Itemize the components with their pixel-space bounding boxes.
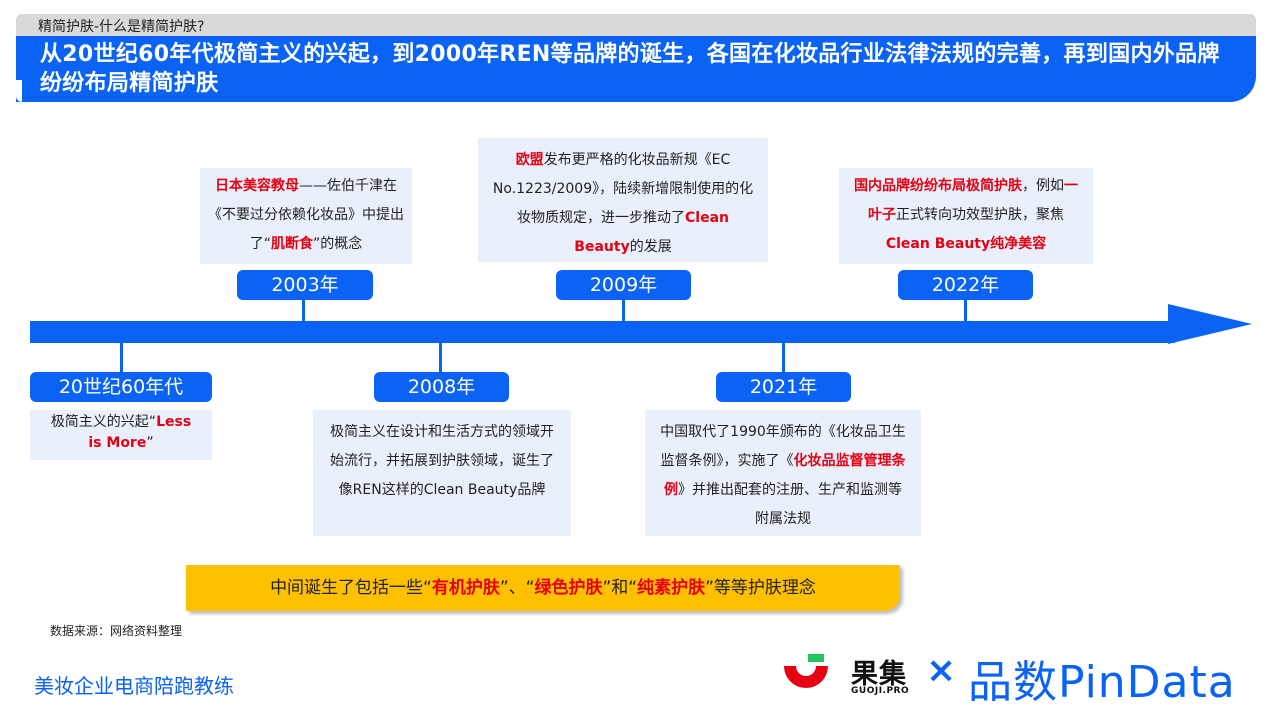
event-box-2021: 中国取代了1990年颁布的《化妆品卫生监督条例》，实施了《化妆品监督管理条例》并… xyxy=(645,410,921,536)
event-text-2022: 国内品牌纷纷布局极简护肤，例如一叶子正式转向功效型护肤，聚焦 Clean Beau… xyxy=(854,178,1078,252)
highlight-text: Less is More xyxy=(88,414,192,451)
year-pill-2021: 2021年 xyxy=(716,372,851,402)
highlight-text: 化妆品监督管理条例 xyxy=(664,453,906,498)
tick-2009 xyxy=(622,300,625,322)
body-text: 的发展 xyxy=(629,239,672,255)
highlight-text: 纯素护肤 xyxy=(637,578,706,598)
body-text: 正式转向功效型护肤，聚焦 xyxy=(896,207,1064,223)
data-source-note: 数据来源：网络资料整理 xyxy=(50,624,183,638)
tick-2008 xyxy=(439,342,442,372)
event-text-2008: 极简主义在设计和生活方式的领域开始流行，并拓展到护肤领域，诞生了像REN这样的C… xyxy=(330,424,554,498)
event-box-2008: 极简主义在设计和生活方式的领域开始流行，并拓展到护肤领域，诞生了像REN这样的C… xyxy=(313,410,571,536)
body-text: ——佐伯千津在《不要过分依赖化妆品》中提出了“ xyxy=(208,178,404,252)
tick-2003 xyxy=(302,300,305,322)
page-title: 从20世纪60年代极简主义的兴起，到2000年REN等品牌的诞生，各国在化妆品行… xyxy=(40,42,1220,96)
year-pill-2008: 2008年 xyxy=(374,372,509,402)
event-text-2021: 中国取代了1990年颁布的《化妆品卫生监督条例》，实施了《化妆品监督管理条例》并… xyxy=(660,424,906,527)
year-pill-2022: 2022年 xyxy=(898,270,1033,300)
body-text: ”、“ xyxy=(499,578,535,598)
header-subtitle: 精简护肤-什么是精简护肤? xyxy=(38,19,205,35)
guoji-logo-domain: GUOJI.PRO xyxy=(851,686,910,696)
highlight-text: Clean Beauty xyxy=(574,210,729,255)
body-text: ”的概念 xyxy=(313,236,363,252)
header-title-bar: 从20世纪60年代极简主义的兴起，到2000年REN等品牌的诞生，各国在化妆品行… xyxy=(16,36,1256,102)
concepts-banner-text: 中间诞生了包括一些“有机护肤”、“绿色护肤”和“纯素护肤”等等护肤理念 xyxy=(186,565,900,611)
event-box-2009: 欧盟发布更严格的化妆品新规《EC No.1223/2009》，陆续新增限制使用的… xyxy=(478,138,768,262)
timeline-arrow-head xyxy=(1168,304,1252,344)
body-text: 极简主义在设计和生活方式的领域开始流行，并拓展到护肤领域，诞生了像REN这样的C… xyxy=(330,424,554,498)
body-text: ”等等护肤理念 xyxy=(705,578,816,598)
highlight-text: 国内品牌纷纷布局极简护肤 xyxy=(854,178,1022,194)
concepts-banner: 中间诞生了包括一些“有机护肤”、“绿色护肤”和“纯素护肤”等等护肤理念 xyxy=(186,565,900,611)
body-text: 发布更严格的化妆品新规《EC No.1223/2009》，陆续新增限制使用的化妆… xyxy=(492,152,754,226)
event-text-1960s: 极简主义的兴起“Less is More” xyxy=(51,414,191,451)
event-text-2009: 欧盟发布更严格的化妆品新规《EC No.1223/2009》，陆续新增限制使用的… xyxy=(493,152,753,255)
guoji-logo-icon xyxy=(784,654,828,688)
tick-2022 xyxy=(964,300,967,322)
highlight-text: 日本美容教母 xyxy=(215,178,299,194)
logo-cross-icon: × xyxy=(926,650,957,691)
year-pill-2003: 2003年 xyxy=(237,270,373,300)
body-text: 》并推出配套的注册、生产和监测等附属法规 xyxy=(678,482,902,527)
header-subtitle-bar: 精简护肤-什么是精简护肤? xyxy=(16,14,1256,36)
body-text: 中间诞生了包括一些“ xyxy=(270,578,432,598)
event-box-2003: 日本美容教母——佐伯千津在《不要过分依赖化妆品》中提出了“肌断食”的概念 xyxy=(200,168,412,264)
body-text: ” xyxy=(146,435,154,451)
guoji-logo-text: 果集 xyxy=(851,659,907,690)
tick-2021 xyxy=(782,342,785,372)
tick-1960s xyxy=(120,342,123,372)
body-text: 极简主义的兴起“ xyxy=(50,414,157,430)
timeline-axis xyxy=(30,321,1175,343)
highlight-text: 欧盟 xyxy=(515,152,544,168)
highlight-text: 肌断食 xyxy=(271,236,313,252)
highlight-text: Clean Beauty纯净美容 xyxy=(885,236,1047,252)
year-pill-1960s: 20世纪60年代 xyxy=(30,372,212,402)
highlight-text: 绿色护肤 xyxy=(534,578,603,598)
pindata-logo-text: 品数PinData xyxy=(968,657,1236,708)
body-text: 中国取代了1990年颁布的《化妆品卫生监督条例》，实施了《 xyxy=(660,424,906,469)
event-text-2003: 日本美容教母——佐伯千津在《不要过分依赖化妆品》中提出了“肌断食”的概念 xyxy=(208,178,404,252)
header-notch xyxy=(16,80,22,102)
highlight-text: 一叶子 xyxy=(868,178,1078,223)
body-text: ”和“ xyxy=(602,578,638,598)
highlight-text: 有机护肤 xyxy=(431,578,500,598)
event-box-2022: 国内品牌纷纷布局极简护肤，例如一叶子正式转向功效型护肤，聚焦 Clean Beau… xyxy=(839,168,1093,264)
year-pill-2009: 2009年 xyxy=(556,270,691,300)
event-box-1960s: 极简主义的兴起“Less is More” xyxy=(30,410,212,460)
body-text: ，例如 xyxy=(1022,178,1064,194)
brand-tagline: 美妆企业电商陪跑教练 xyxy=(34,674,234,698)
